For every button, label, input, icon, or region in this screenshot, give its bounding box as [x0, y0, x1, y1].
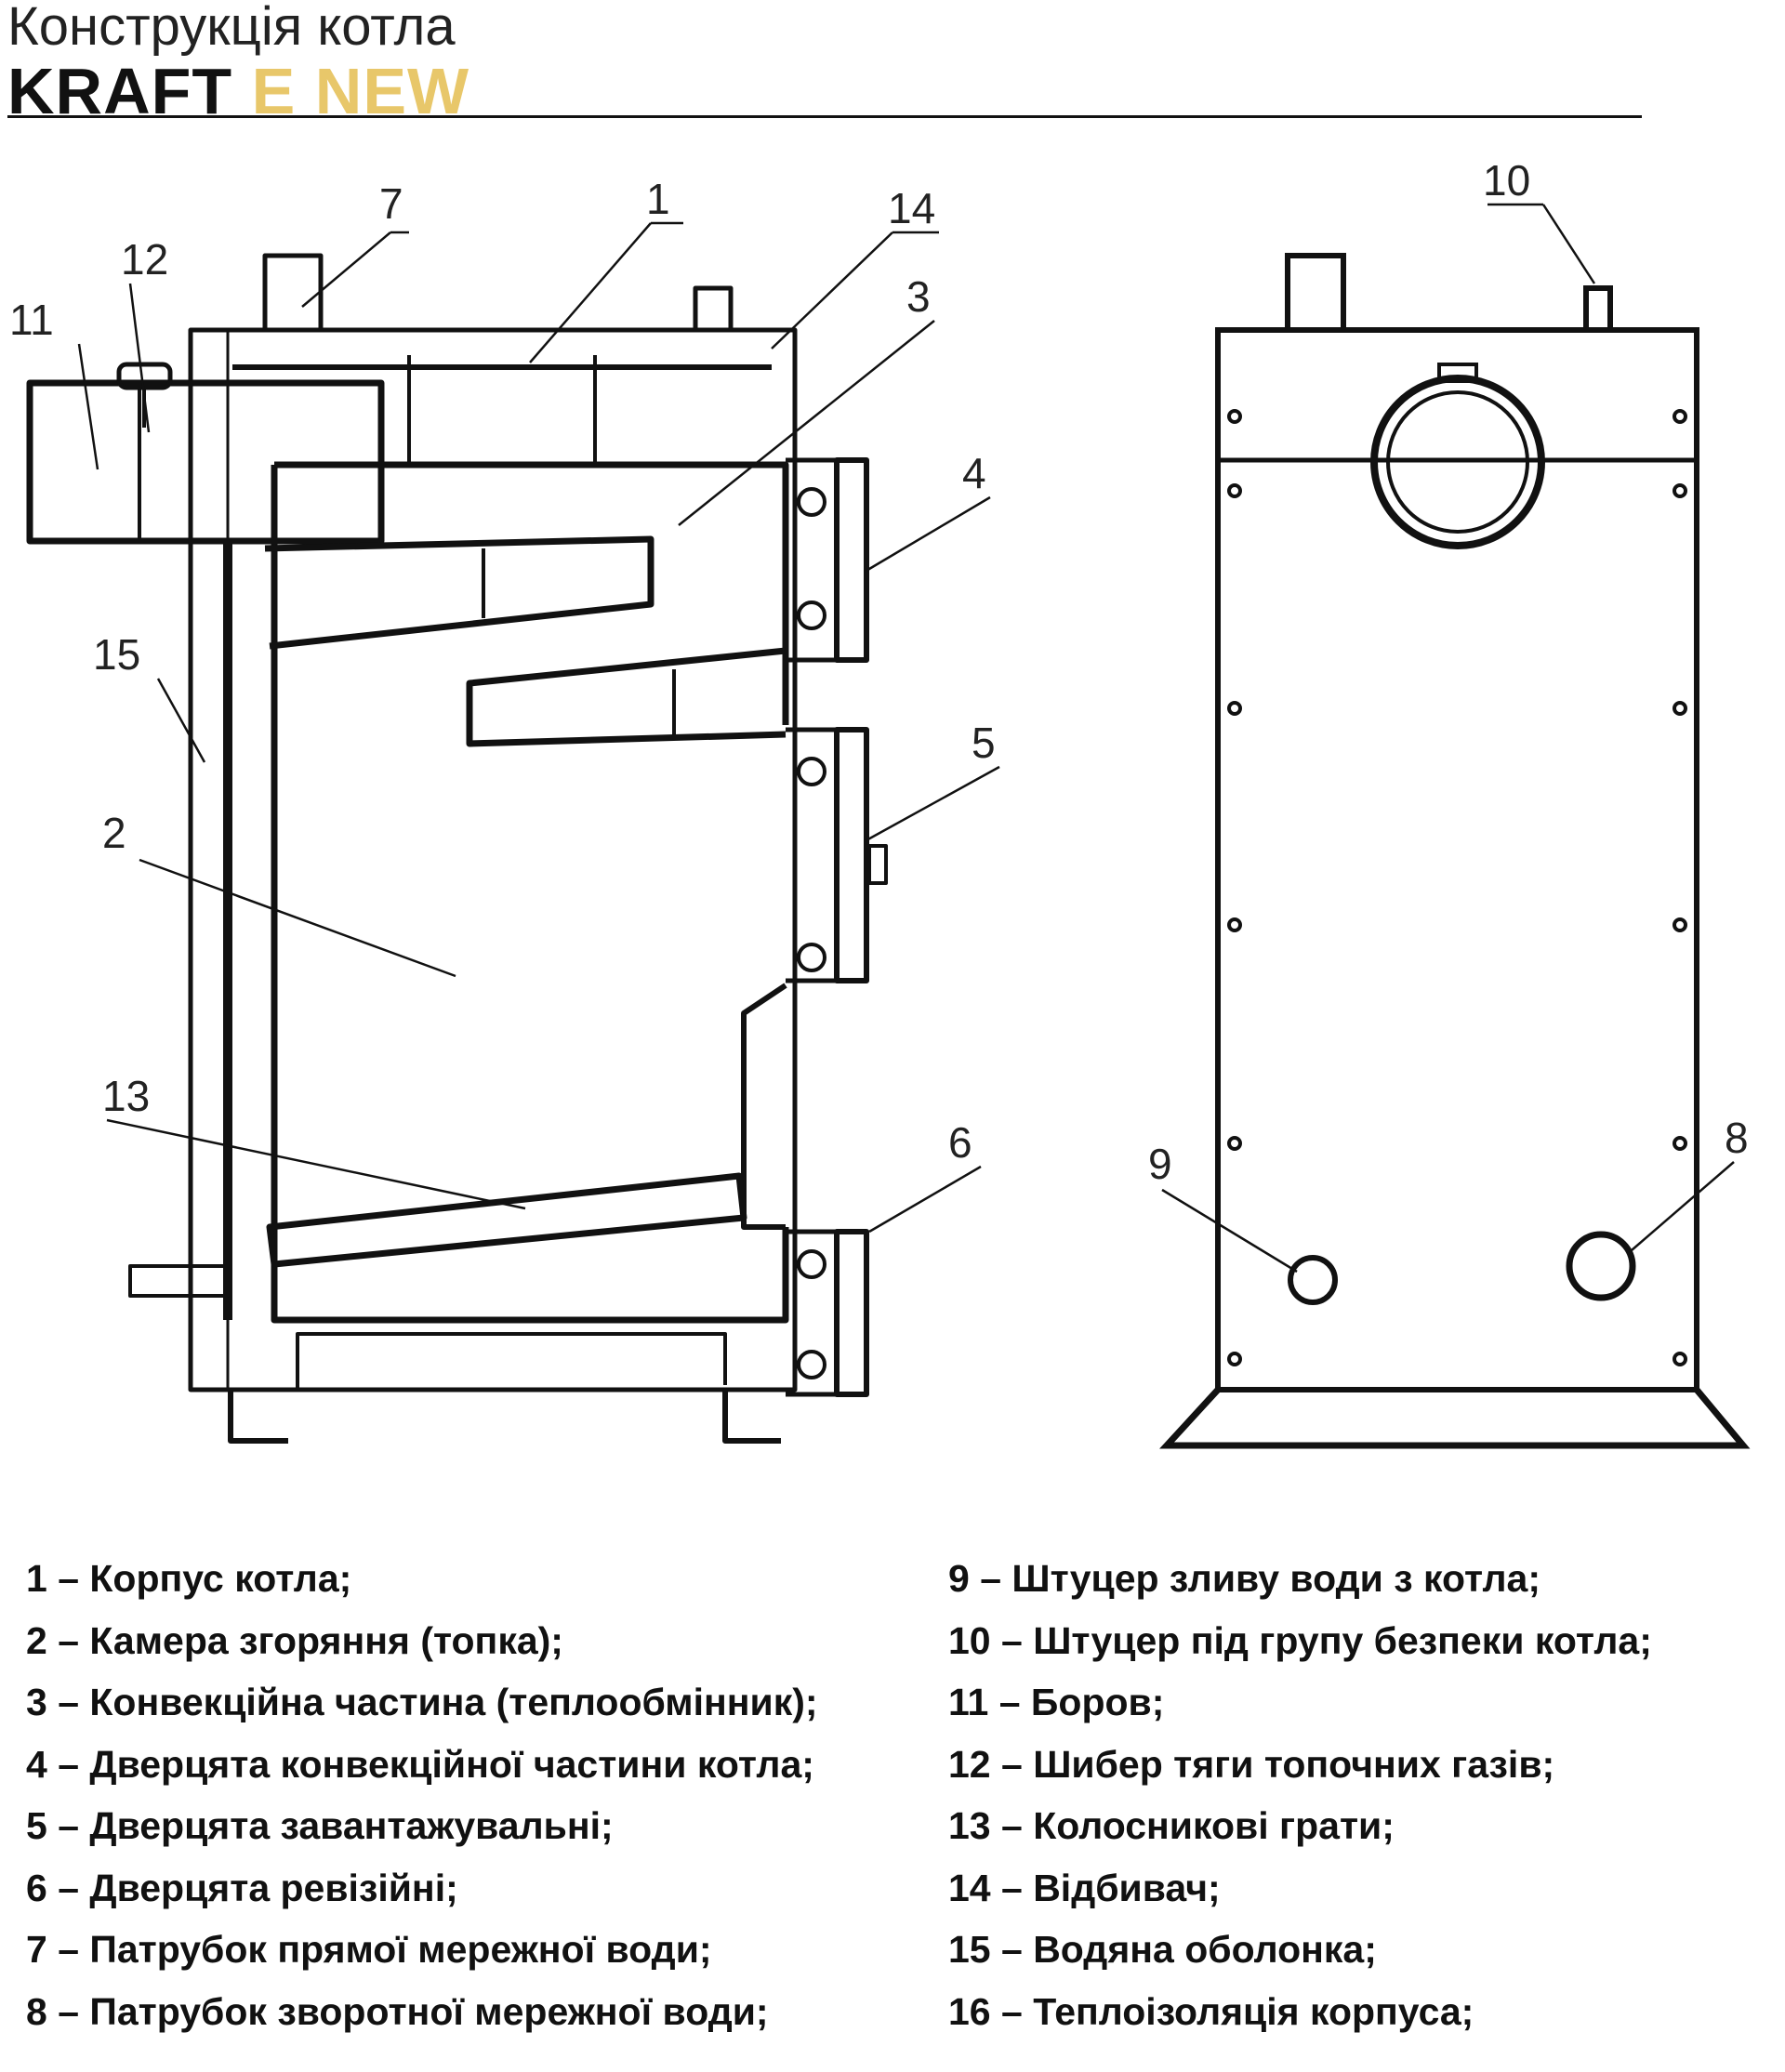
callout-numbers: 1 2 3 4 5 6 7 8 9 10 11 12 13 14 15	[9, 156, 1749, 1188]
callout-12: 12	[121, 235, 168, 284]
header-divider	[7, 115, 1642, 118]
legend-item-8: 8 – Патрубок зворотної мережної води;	[26, 1989, 769, 2033]
legend-item-3: 3 – Конвекційна частина (теплообмінник);	[26, 1681, 818, 1723]
legend-item-12: 12 – Шибер тяги топочних газів;	[948, 1742, 1555, 1786]
callout-1: 1	[646, 175, 670, 223]
header: Конструкція котла KRAFT E NEW	[7, 0, 1644, 125]
legend-item-10: 10 – Штуцер під групу безпеки котла;	[948, 1618, 1652, 1662]
callout-labels	[77, 203, 1735, 1274]
title-main: KRAFT	[7, 55, 252, 127]
legend-item-2: 2 – Камера згоряння (топка);	[26, 1618, 563, 1662]
callout-7: 7	[379, 179, 403, 228]
front-view	[1159, 253, 1751, 1449]
legend-left-column: 1 – Корпус котла; 2 – Камера згоряння (т…	[26, 1548, 818, 2042]
legend-item-6: 6 – Дверцята ревізійні;	[26, 1866, 458, 1909]
legend-item-5: 5 – Дверцята завантажувальні;	[26, 1804, 614, 1847]
callout-4: 4	[962, 449, 986, 497]
title-accent: E NEW	[251, 55, 470, 127]
callout-13: 13	[102, 1072, 150, 1120]
callout-9: 9	[1148, 1140, 1172, 1188]
legend-item-7: 7 – Патрубок прямої мережної води;	[26, 1928, 712, 1971]
legend-item-15: 15 – Водяна оболонка;	[948, 1928, 1377, 1971]
boiler-diagram: 1 2 3 4 5 6 7 8 9 10 11 12 13 14 15	[9, 156, 1751, 1449]
legend-item-13: 13 – Колосникові грати;	[948, 1804, 1395, 1847]
callout-3: 3	[906, 272, 931, 321]
legend-item-1: 1 – Корпус котла;	[26, 1557, 352, 1600]
callout-5: 5	[972, 719, 996, 767]
legend-right-column: 9 – Штуцер зливу води з котла; 10 – Штуц…	[948, 1548, 1652, 2042]
callout-6: 6	[948, 1118, 972, 1167]
legend-item-16: 16 – Теплоізоляція корпуса;	[948, 1989, 1474, 2033]
page-subtitle: Конструкція котла	[7, 0, 456, 57]
side-section-view	[26, 253, 888, 1444]
legend-item-9: 9 – Штуцер зливу води з котла;	[948, 1557, 1541, 1600]
legend-item-4: 4 – Дверцята конвекційної частини котла;	[26, 1742, 814, 1786]
callout-2: 2	[102, 809, 126, 857]
callout-14: 14	[888, 184, 935, 232]
callout-15: 15	[93, 630, 140, 679]
legend-item-14: 14 – Відбивач;	[948, 1866, 1221, 1909]
page-title: KRAFT E NEW	[7, 58, 1644, 125]
callout-10: 10	[1483, 156, 1530, 205]
legend-item-11: 11 – Боров;	[948, 1681, 1165, 1723]
callout-8: 8	[1725, 1114, 1749, 1162]
callout-11: 11	[9, 296, 54, 344]
